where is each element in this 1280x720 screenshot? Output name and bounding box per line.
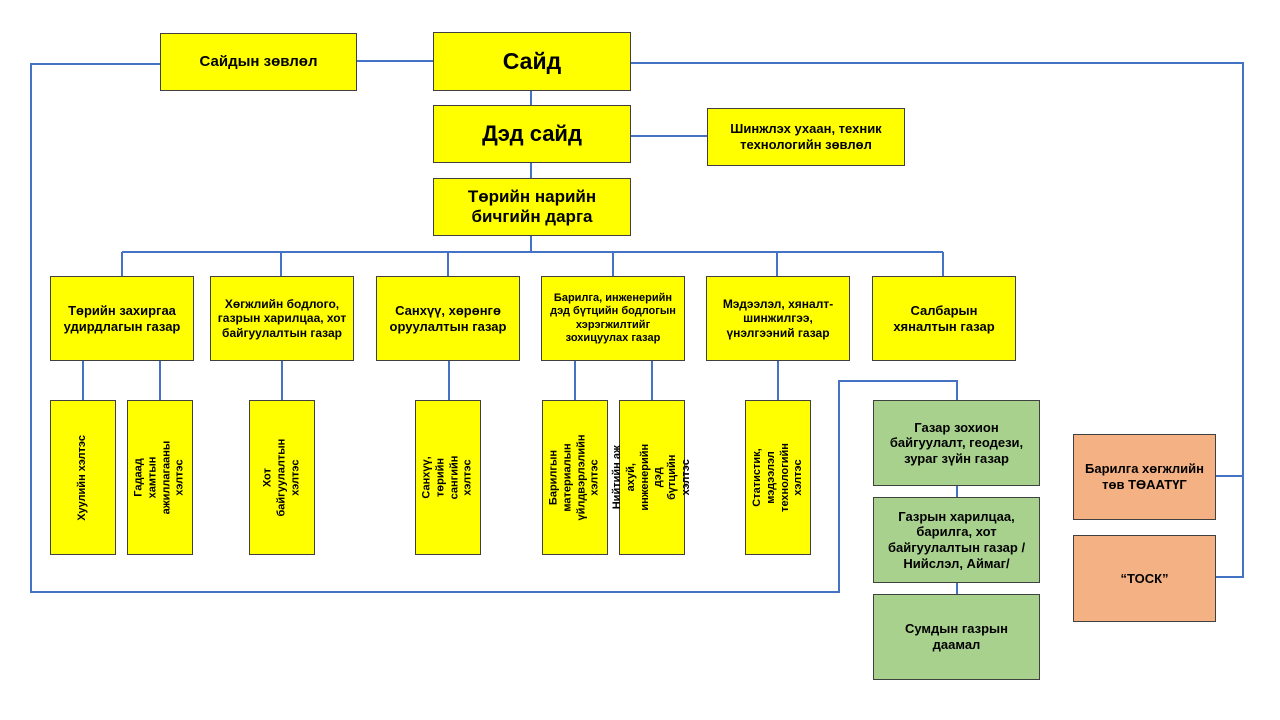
dept-information-label: Мэдээлэл, хяналт-шинжилгээ, үнэлгээний г… xyxy=(722,296,834,340)
dept-policy-label: Хөгжлийн бодлого, газрын харилцаа, хот б… xyxy=(217,296,347,340)
land-relations-box[interactable]: Газрын харилцаа, барилга, хот байгуулалт… xyxy=(873,497,1040,583)
unit-urban-box[interactable]: Хот байгуулалтын хэлтэс xyxy=(249,400,315,555)
dept-sector-control-label: Салбарын хяналтын газар xyxy=(893,302,995,334)
land-geodesy-label: Газар зохион байгуулалт, геодези, зураг … xyxy=(889,419,1024,466)
central-lab-label: Барилга хөгжлийн төв ТӨААТҮГ xyxy=(1085,461,1204,492)
unit-foreign-box[interactable]: Гадаад хамтын ажиллагааны хэлтэс xyxy=(127,400,193,555)
tosk-box[interactable]: “ТОСК” xyxy=(1073,535,1216,622)
land-geodesy-box[interactable]: Газар зохион байгуулалт, геодези, зураг … xyxy=(873,400,1040,486)
unit-urban-label: Хот байгуулалтын хэлтэс xyxy=(261,438,301,517)
deputy-minister-label: Дэд сайд xyxy=(482,120,582,146)
sci-tech-council-box[interactable]: Шинжлэх ухаан, техник технологийн зөвлөл xyxy=(707,108,905,166)
central-lab-box[interactable]: Барилга хөгжлийн төв ТӨААТҮГ xyxy=(1073,434,1216,520)
unit-treasury-box[interactable]: Санхүү, төрийн сангийн хэлтэс xyxy=(415,400,481,555)
unit-statistics-label: Статистик, мэдээлэл технологийн хэлтэс xyxy=(750,443,804,512)
minister-box[interactable]: Сайд xyxy=(433,32,631,91)
state-secretary-box[interactable]: Төрийн нарийн бичгийн дарга xyxy=(433,178,631,236)
unit-treasury-label: Санхүү, төрийн сангийн хэлтэс xyxy=(420,455,474,500)
unit-statistics-box[interactable]: Статистик, мэдээлэл технологийн хэлтэс xyxy=(745,400,811,555)
unit-foreign-label: Гадаад хамтын ажиллагааны хэлтэс xyxy=(132,440,186,515)
dept-finance-label: Санхүү, хөрөнгө оруулалтын газар xyxy=(389,302,507,334)
soum-land-label: Сумдын газрын даамал xyxy=(904,621,1009,652)
dept-information-box[interactable]: Мэдээлэл, хяналт-шинжилгээ, үнэлгээний г… xyxy=(706,276,850,361)
unit-legal-box[interactable]: Хуулийн хэлтэс xyxy=(50,400,116,555)
dept-finance-box[interactable]: Санхүү, хөрөнгө оруулалтын газар xyxy=(376,276,520,361)
unit-materials-label: Барилгын материалын үйлдвэрлэлийн хэлтэс xyxy=(547,434,601,521)
ministers-council-box[interactable]: Сайдын зөвлөл xyxy=(160,33,357,91)
land-relations-label: Газрын харилцаа, барилга, хот байгуулалт… xyxy=(887,508,1026,571)
dept-public-admin-label: Төрийн захиргаа удирдлагын газар xyxy=(63,302,181,334)
dept-public-admin-box[interactable]: Төрийн захиргаа удирдлагын газар xyxy=(50,276,194,361)
dept-construction-label: Барилга, инженерийн дэд бүтцийн бодлогын… xyxy=(550,292,676,344)
unit-utilities-label: Нийтийн аж ахуй, инженерийн дэд бүтцийн … xyxy=(610,444,692,511)
unit-utilities-box[interactable]: Нийтийн аж ахуй, инженерийн дэд бүтцийн … xyxy=(611,400,692,555)
deputy-minister-box[interactable]: Дэд сайд xyxy=(433,105,631,163)
tosk-label: “ТОСК” xyxy=(1120,570,1169,586)
ministers-council-label: Сайдын зөвлөл xyxy=(199,53,318,70)
dept-policy-box[interactable]: Хөгжлийн бодлого, газрын харилцаа, хот б… xyxy=(210,276,354,361)
soum-land-box[interactable]: Сумдын газрын даамал xyxy=(873,594,1040,680)
dept-sector-control-box[interactable]: Салбарын хяналтын газар xyxy=(872,276,1016,361)
unit-materials-box[interactable]: Барилгын материалын үйлдвэрлэлийн хэлтэс xyxy=(542,400,608,555)
minister-label: Сайд xyxy=(502,47,562,74)
dept-construction-box[interactable]: Барилга, инженерийн дэд бүтцийн бодлогын… xyxy=(541,276,685,361)
unit-legal-label: Хуулийн хэлтэс xyxy=(76,434,89,521)
sci-tech-council-label: Шинжлэх ухаан, техник технологийн зөвлөл xyxy=(730,121,882,152)
state-secretary-label: Төрийн нарийн бичгийн дарга xyxy=(467,186,597,226)
